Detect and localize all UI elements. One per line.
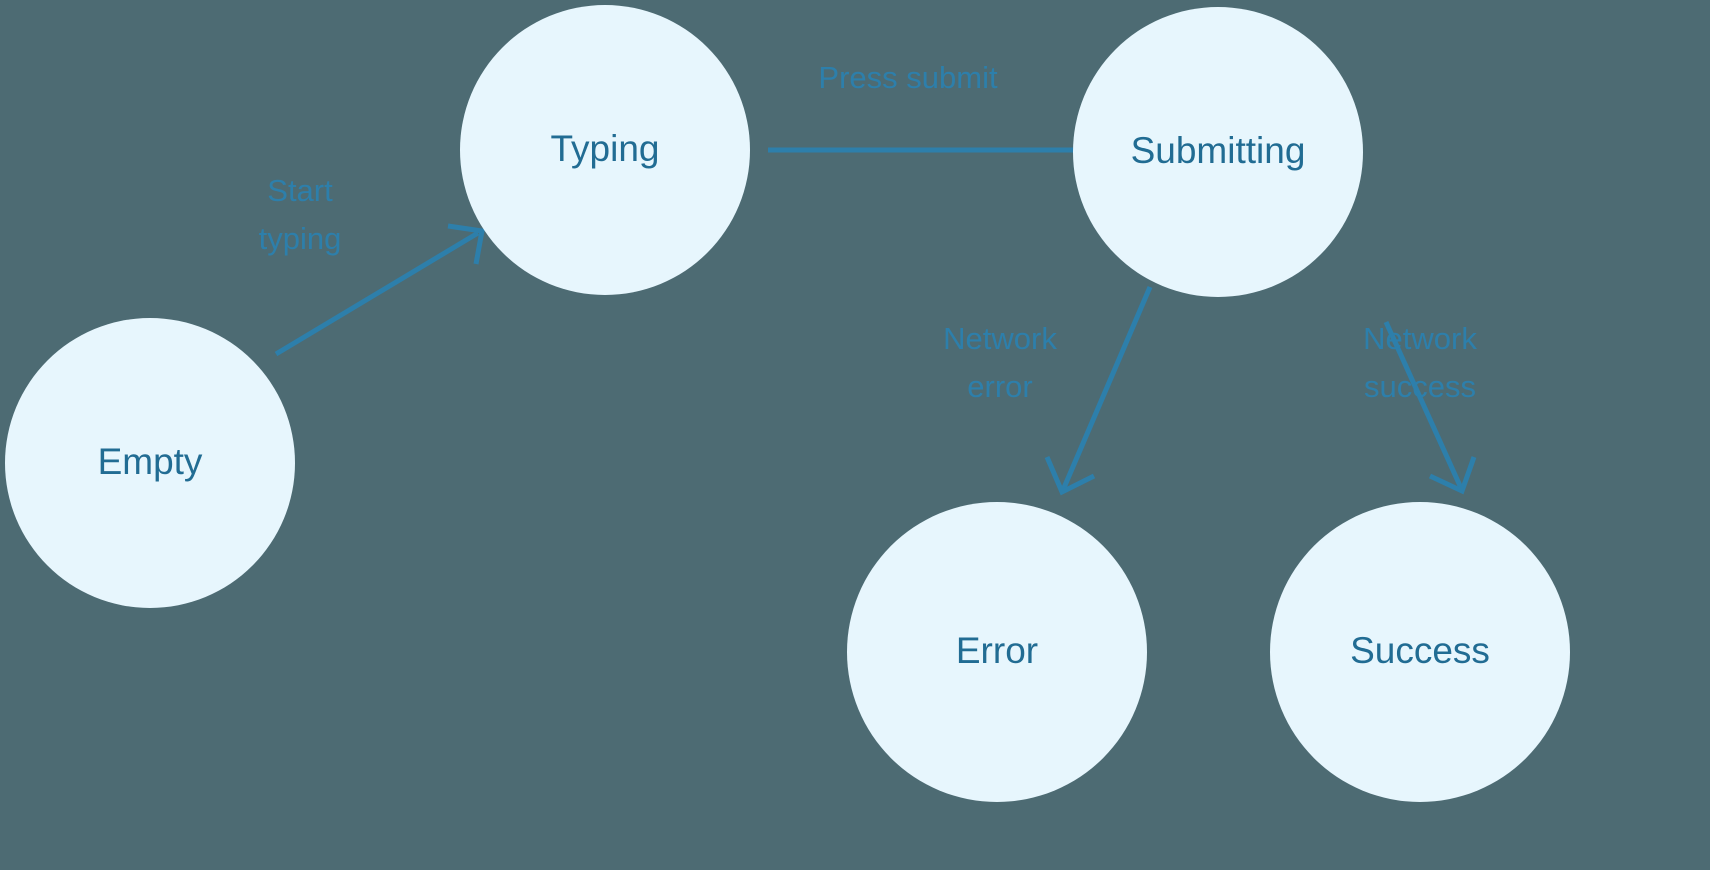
state-node-empty-circle [5, 318, 295, 608]
edge-empty-to-typing[interactable] [274, 223, 485, 357]
edge-label-submitting-to-success: Network success [1363, 321, 1477, 404]
edge-label-submitting-to-error-line1: Network [943, 321, 1057, 356]
state-node-typing[interactable]: Typing [460, 5, 750, 295]
edge-submitting-to-error-arrowhead [1044, 456, 1096, 496]
edge-submitting-to-success-arrowhead [1428, 456, 1477, 495]
edge-submitting-to-success[interactable] [1383, 320, 1477, 495]
state-node-typing-label: Typing [550, 128, 659, 169]
state-node-typing-circle [460, 5, 750, 295]
edge-label-empty-to-typing-line1: Start [267, 173, 333, 208]
state-node-submitting-circle [1073, 7, 1363, 297]
edge-submitting-to-success-line [1383, 320, 1464, 490]
state-node-submitting[interactable]: Submitting [1073, 7, 1363, 297]
edge-label-empty-to-typing: Start typing [259, 173, 342, 256]
edge-label-submitting-to-error: Network error [943, 321, 1057, 404]
edge-empty-to-typing-arrowhead [447, 223, 485, 265]
edge-submitting-to-error-line [1060, 286, 1153, 491]
state-node-success[interactable]: Success [1270, 502, 1570, 802]
state-node-error-label: Error [956, 630, 1038, 671]
state-node-submitting-label: Submitting [1131, 130, 1306, 171]
state-node-error-circle [847, 502, 1147, 802]
edge-empty-to-typing-line [274, 230, 480, 357]
state-node-success-label: Success [1350, 630, 1490, 671]
state-node-error[interactable]: Error [847, 502, 1147, 802]
state-node-empty[interactable]: Empty [5, 318, 295, 608]
edge-label-submitting-to-error-line2: error [967, 369, 1032, 404]
state-node-success-circle [1270, 502, 1570, 802]
edge-label-empty-to-typing-line2: typing [259, 221, 342, 256]
edge-label-submitting-to-success-line1: Network [1363, 321, 1477, 356]
edge-submitting-to-error[interactable] [1044, 286, 1153, 496]
edge-label-typing-to-submitting: Press submit [818, 60, 998, 95]
edge-label-submitting-to-success-line2: success [1364, 369, 1476, 404]
state-node-empty-label: Empty [98, 441, 203, 482]
edge-label-typing-to-submitting-line1: Press submit [818, 60, 998, 95]
